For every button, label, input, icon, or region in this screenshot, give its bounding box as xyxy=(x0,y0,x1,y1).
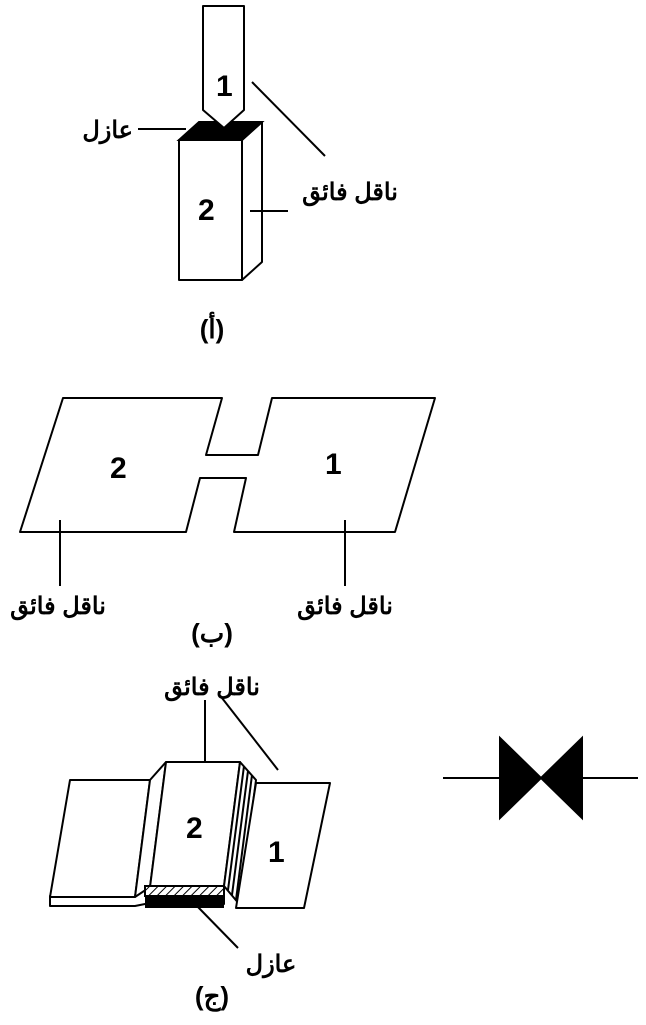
region-1-number: 1 xyxy=(325,448,342,481)
film-1-number: 1 xyxy=(268,836,285,869)
block-2-number: 2 xyxy=(198,194,215,227)
bridge-film xyxy=(19,397,436,533)
josephson-junction-symbol-icon xyxy=(443,735,638,821)
insulator-layer-c xyxy=(145,896,224,908)
superconductor-right-label: ناقل فائق xyxy=(297,593,393,621)
figure-a: 1 2 عازل ناقل فائق (أ) xyxy=(82,5,398,344)
superconductor-label: ناقل فائق xyxy=(302,179,398,207)
insulator-layer xyxy=(176,121,265,141)
insulator-label-c: عازل xyxy=(246,951,297,979)
tip-1-number: 1 xyxy=(216,70,233,103)
layered-edge xyxy=(223,761,257,906)
superconductor-left-label: ناقل فائق xyxy=(10,593,106,621)
film-2-number: 2 xyxy=(186,812,203,845)
superconductor-leader-tip xyxy=(251,81,326,157)
tip-1 xyxy=(202,5,245,129)
insulator-leader-c xyxy=(195,904,239,949)
block-2-prism xyxy=(178,121,263,281)
figure-b: 2 1 ناقل فائق ناقل فائق (ب) xyxy=(10,397,436,648)
caption-b: (ب) xyxy=(191,618,233,648)
caption-c: (ج) xyxy=(195,981,229,1012)
film-1 xyxy=(235,782,331,909)
figure-c: 2 1 ناقل فائق عازل (ج) xyxy=(49,674,331,1012)
region-2-number: 2 xyxy=(110,452,127,485)
superconductor-label-c: ناقل فائق xyxy=(164,674,260,702)
film-2-left xyxy=(49,779,151,898)
caption-a: (أ) xyxy=(200,311,225,344)
insulator-label: عازل xyxy=(82,117,133,145)
insulator-hatched xyxy=(144,885,225,897)
superconductor-leader-2 xyxy=(221,697,279,771)
